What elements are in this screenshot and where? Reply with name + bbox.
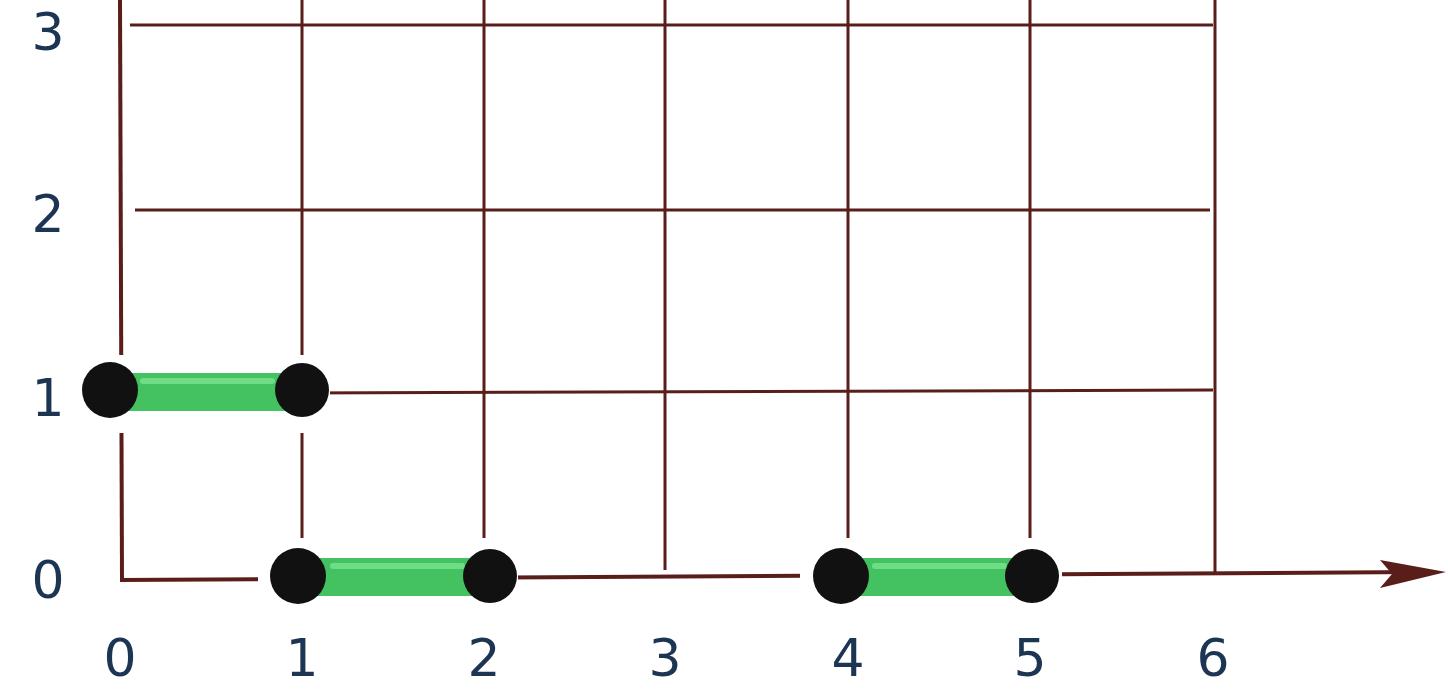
y-axis-label: 2 [31,188,64,240]
y-axis-label: 0 [31,554,64,606]
x-axis-label: 1 [285,632,318,684]
x-axis-label: 4 [831,632,864,684]
axes [120,0,1420,580]
x-axis-label: 5 [1013,632,1046,684]
grid-lines [130,0,1215,578]
axis-arrowhead [1380,560,1446,588]
x-axis-label: 3 [648,632,681,684]
x-axis-label: 2 [467,632,500,684]
y-axis-label: 3 [31,6,64,58]
x-axis-label: 0 [103,632,136,684]
domino-segments [78,355,1062,622]
x-axis-label: 6 [1196,632,1229,684]
y-axis-label: 1 [31,372,64,424]
